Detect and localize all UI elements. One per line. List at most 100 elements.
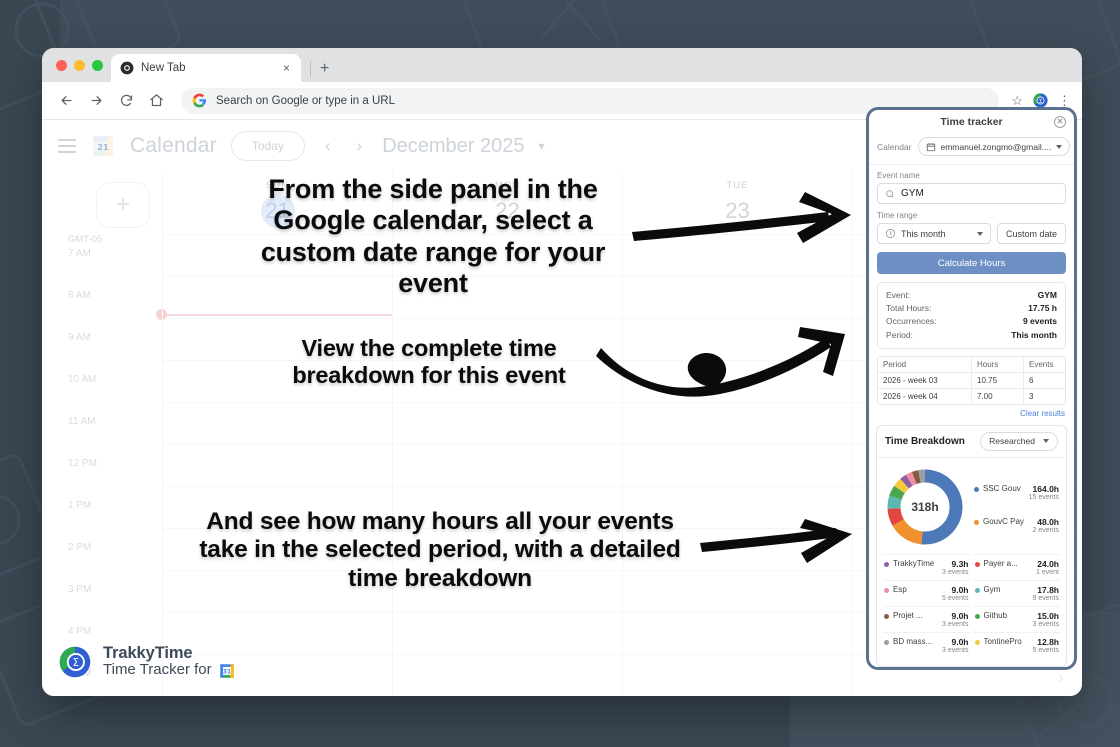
- hour-label: 8 AM: [68, 290, 91, 301]
- svg-text:Σ: Σ: [73, 658, 79, 669]
- close-window-button[interactable]: [56, 59, 67, 71]
- browser-tab[interactable]: New Tab ×: [111, 54, 301, 82]
- chevron-down-icon: [1043, 439, 1049, 444]
- period-breakdown-table: Period Hours Events 2026 - week 03 10.75…: [877, 355, 1066, 405]
- legend-color-dot: [884, 613, 889, 619]
- legend-color-dot: [974, 561, 980, 567]
- cell-hours: 10.75: [972, 372, 1024, 388]
- google-icon: [192, 93, 207, 108]
- calendar-icon: [926, 142, 935, 151]
- address-bar[interactable]: Search on Google or type in a URL: [181, 87, 1000, 114]
- bookmark-star-icon[interactable]: ☆: [1011, 92, 1023, 108]
- home-button[interactable]: [143, 88, 169, 114]
- donut-slice: [900, 474, 913, 489]
- legend-hours: 15.0h: [1037, 610, 1059, 621]
- day-header[interactable]: SUN 21: [163, 180, 392, 228]
- home-icon: [149, 94, 163, 107]
- column-header-hours: Hours: [972, 356, 1024, 372]
- back-button[interactable]: [53, 88, 79, 114]
- legend-item: GouvC Pay 48.0h 2 events: [973, 513, 1060, 538]
- legend-events: 3 events: [1032, 620, 1059, 628]
- summary-row: Total Hours: 17.75 h: [886, 302, 1057, 315]
- month-dropdown-caret[interactable]: ▾: [538, 139, 545, 153]
- svg-text:21: 21: [97, 142, 109, 152]
- previous-period-button[interactable]: ‹: [324, 136, 331, 155]
- calendar-select[interactable]: emmanuel.zongmo@gmail....: [917, 137, 1071, 156]
- legend-label: Payer a...: [983, 559, 1018, 569]
- donut-slice: [894, 478, 910, 494]
- legend-entry: GouvC Pay 48.0h 2 events: [983, 517, 1059, 534]
- table-row: 2026 - week 04 7.00 3: [878, 388, 1065, 404]
- hour-label: 1 PM: [68, 500, 92, 511]
- day-column-mon[interactable]: MON 22: [392, 172, 622, 696]
- calculate-hours-button[interactable]: Calculate Hours: [877, 252, 1066, 274]
- donut-center-total: 318h: [911, 499, 939, 514]
- legend-events: 3 events: [942, 620, 969, 628]
- legend-line: Projet ... 9.0h: [893, 611, 969, 621]
- time-range-select[interactable]: This month: [877, 223, 991, 244]
- next-period-button[interactable]: ›: [356, 136, 363, 155]
- legend-color-dot: [884, 587, 889, 593]
- day-header[interactable]: MON 22: [393, 180, 622, 228]
- legend-entry: Esp 9.0h 5 events: [893, 585, 969, 602]
- legend-label: TrakkyTime: [893, 559, 935, 569]
- day-number: 23: [725, 198, 750, 223]
- legend-label: Esp: [893, 585, 907, 595]
- time-breakdown-filter-select[interactable]: Researched: [980, 431, 1058, 451]
- panel-title: Time tracker: [940, 115, 1003, 128]
- legend-label: Gym: [983, 585, 1001, 595]
- day-number: 22: [495, 198, 520, 223]
- summary-value: GYM: [1037, 290, 1057, 300]
- toolbar-right-actions: ☆ Σ ⋮: [1011, 92, 1071, 109]
- legend-events: 15 events: [1028, 493, 1059, 501]
- expand-panel-chevron-icon[interactable]: ›: [1058, 670, 1064, 687]
- browser-menu-button[interactable]: ⋮: [1058, 92, 1071, 108]
- day-header[interactable]: TUE 23: [623, 180, 852, 228]
- time-range-value: This month: [901, 228, 946, 239]
- day-column-sun[interactable]: SUN 21: [162, 172, 392, 696]
- donut-chart-svg: [887, 469, 963, 545]
- legend-line: GouvC Pay 48.0h: [983, 517, 1059, 527]
- donut-slice: [889, 485, 905, 500]
- close-tab-button[interactable]: ×: [282, 61, 290, 75]
- time-breakdown-title: Time Breakdown: [885, 435, 965, 447]
- day-name: MON: [494, 180, 521, 191]
- arrow-left-icon: [61, 96, 71, 105]
- forward-button[interactable]: [83, 88, 109, 114]
- address-bar-text: Search on Google or type in a URL: [216, 94, 395, 107]
- summary-row: Period: This month: [886, 329, 1057, 342]
- legend-color-dot: [884, 561, 889, 567]
- donut-slice: [921, 469, 963, 545]
- arrow-right-icon: [91, 96, 101, 105]
- cell-events: 3: [1029, 391, 1034, 401]
- legend-item: Github 15.0h 3 events: [973, 605, 1060, 632]
- time-tracker-panel: Time tracker ✕ Calendar emmanuel.zongmo@…: [866, 107, 1077, 670]
- legend-label: BD mass...: [893, 637, 933, 647]
- legend-events: 5 events: [942, 594, 969, 602]
- new-tab-button[interactable]: +: [320, 60, 330, 77]
- event-name-section: Event name GYM: [869, 165, 1074, 204]
- annotation-text-2: View the complete time breakdown for thi…: [292, 335, 566, 389]
- summary-value: 9 events: [1022, 316, 1057, 327]
- main-menu-icon[interactable]: [58, 139, 76, 153]
- clear-results-link[interactable]: Clear results: [1020, 408, 1065, 418]
- legend-line: Gym 17.8h: [984, 585, 1060, 595]
- summary-key: Occurrences:: [886, 316, 937, 327]
- today-button[interactable]: Today: [230, 131, 305, 161]
- custom-date-button[interactable]: Custom date: [996, 223, 1066, 244]
- legend-hours: 48.0h: [1037, 516, 1059, 527]
- day-column-wed[interactable]: [852, 172, 1082, 696]
- legend-label: GouvC Pay: [983, 517, 1024, 527]
- maximize-window-button[interactable]: [92, 59, 103, 71]
- table-header-row: Period Hours Events: [878, 356, 1065, 373]
- legend-color-dot: [974, 587, 980, 593]
- donut-slice: [892, 518, 923, 545]
- event-name-input[interactable]: GYM: [877, 183, 1066, 204]
- donut-slice: [887, 507, 904, 526]
- minimize-window-button[interactable]: [74, 59, 85, 71]
- create-event-button[interactable]: +: [96, 182, 150, 228]
- reload-button[interactable]: [113, 88, 139, 114]
- close-icon[interactable]: ✕: [1054, 115, 1066, 128]
- day-column-tue[interactable]: TUE 23: [622, 172, 852, 696]
- trakkytime-extension-icon[interactable]: Σ: [1032, 92, 1049, 109]
